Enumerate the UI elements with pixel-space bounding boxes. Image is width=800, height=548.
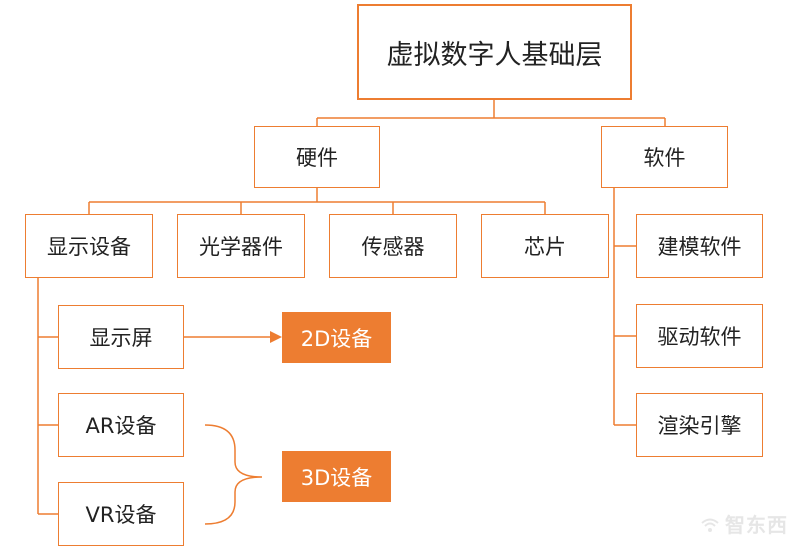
sensors-node: 传感器 <box>329 214 457 278</box>
arrow-to-2d-head <box>270 331 282 343</box>
rendering-engine-node: 渲染引擎 <box>636 393 763 457</box>
hardware-node: 硬件 <box>254 126 380 188</box>
root-node: 虚拟数字人基础层 <box>357 4 632 100</box>
chips-node: 芯片 <box>481 214 609 278</box>
driving-software-node: 驱动软件 <box>636 304 763 368</box>
brace-to-3d <box>204 424 263 525</box>
ar-device-node: AR设备 <box>58 393 184 457</box>
vr-device-node: VR设备 <box>58 482 184 546</box>
device-2d-node: 2D设备 <box>282 312 391 363</box>
watermark: 智东西 <box>699 509 788 538</box>
display-screen-node: 显示屏 <box>58 305 184 369</box>
optical-devices-node: 光学器件 <box>177 214 305 278</box>
software-node: 软件 <box>601 126 728 188</box>
display-devices-node: 显示设备 <box>25 214 153 278</box>
watermark-text: 智东西 <box>725 513 788 537</box>
device-3d-node: 3D设备 <box>282 451 391 502</box>
wifi-logo-icon <box>701 518 719 532</box>
modeling-software-node: 建模软件 <box>636 214 763 278</box>
